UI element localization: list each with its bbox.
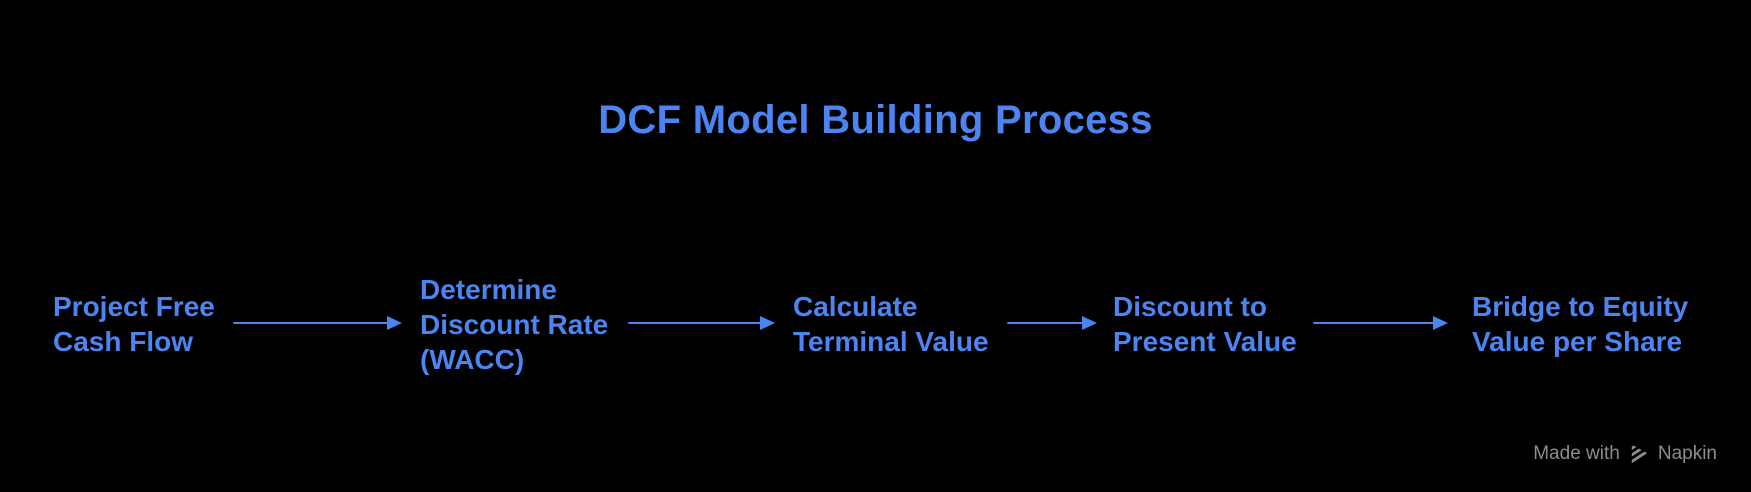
arrow-shaft	[233, 321, 393, 325]
arrow-shaft	[628, 321, 766, 325]
arrow-head-icon	[760, 316, 775, 330]
flow-arrow-2	[628, 315, 775, 331]
step-project-free-cash-flow: Project Free Cash Flow	[53, 291, 215, 357]
arrow-shaft	[1007, 321, 1088, 325]
napkin-logo-icon	[1628, 443, 1650, 465]
arrow-head-icon	[1082, 316, 1097, 330]
step-discount-to-present-value: Discount to Present Value	[1113, 291, 1297, 357]
watermark-brand: Napkin	[1657, 443, 1717, 464]
watermark-prefix: Made with	[1533, 443, 1620, 464]
flow-arrow-1	[233, 315, 402, 331]
flow-arrow-3	[1007, 315, 1097, 331]
arrow-head-icon	[387, 316, 402, 330]
diagram-title: DCF Model Building Process	[598, 98, 1153, 142]
watermark: Made with Napkin	[1533, 442, 1717, 466]
arrow-head-icon	[1433, 316, 1448, 330]
step-calculate-terminal-value: Calculate Terminal Value	[793, 291, 989, 357]
step-determine-discount-rate: Determine Discount Rate (WACC)	[420, 274, 609, 375]
step-bridge-to-equity-value: Bridge to Equity Value per Share	[1472, 291, 1689, 357]
arrow-shaft	[1313, 321, 1439, 325]
flow-arrow-4	[1313, 315, 1448, 331]
